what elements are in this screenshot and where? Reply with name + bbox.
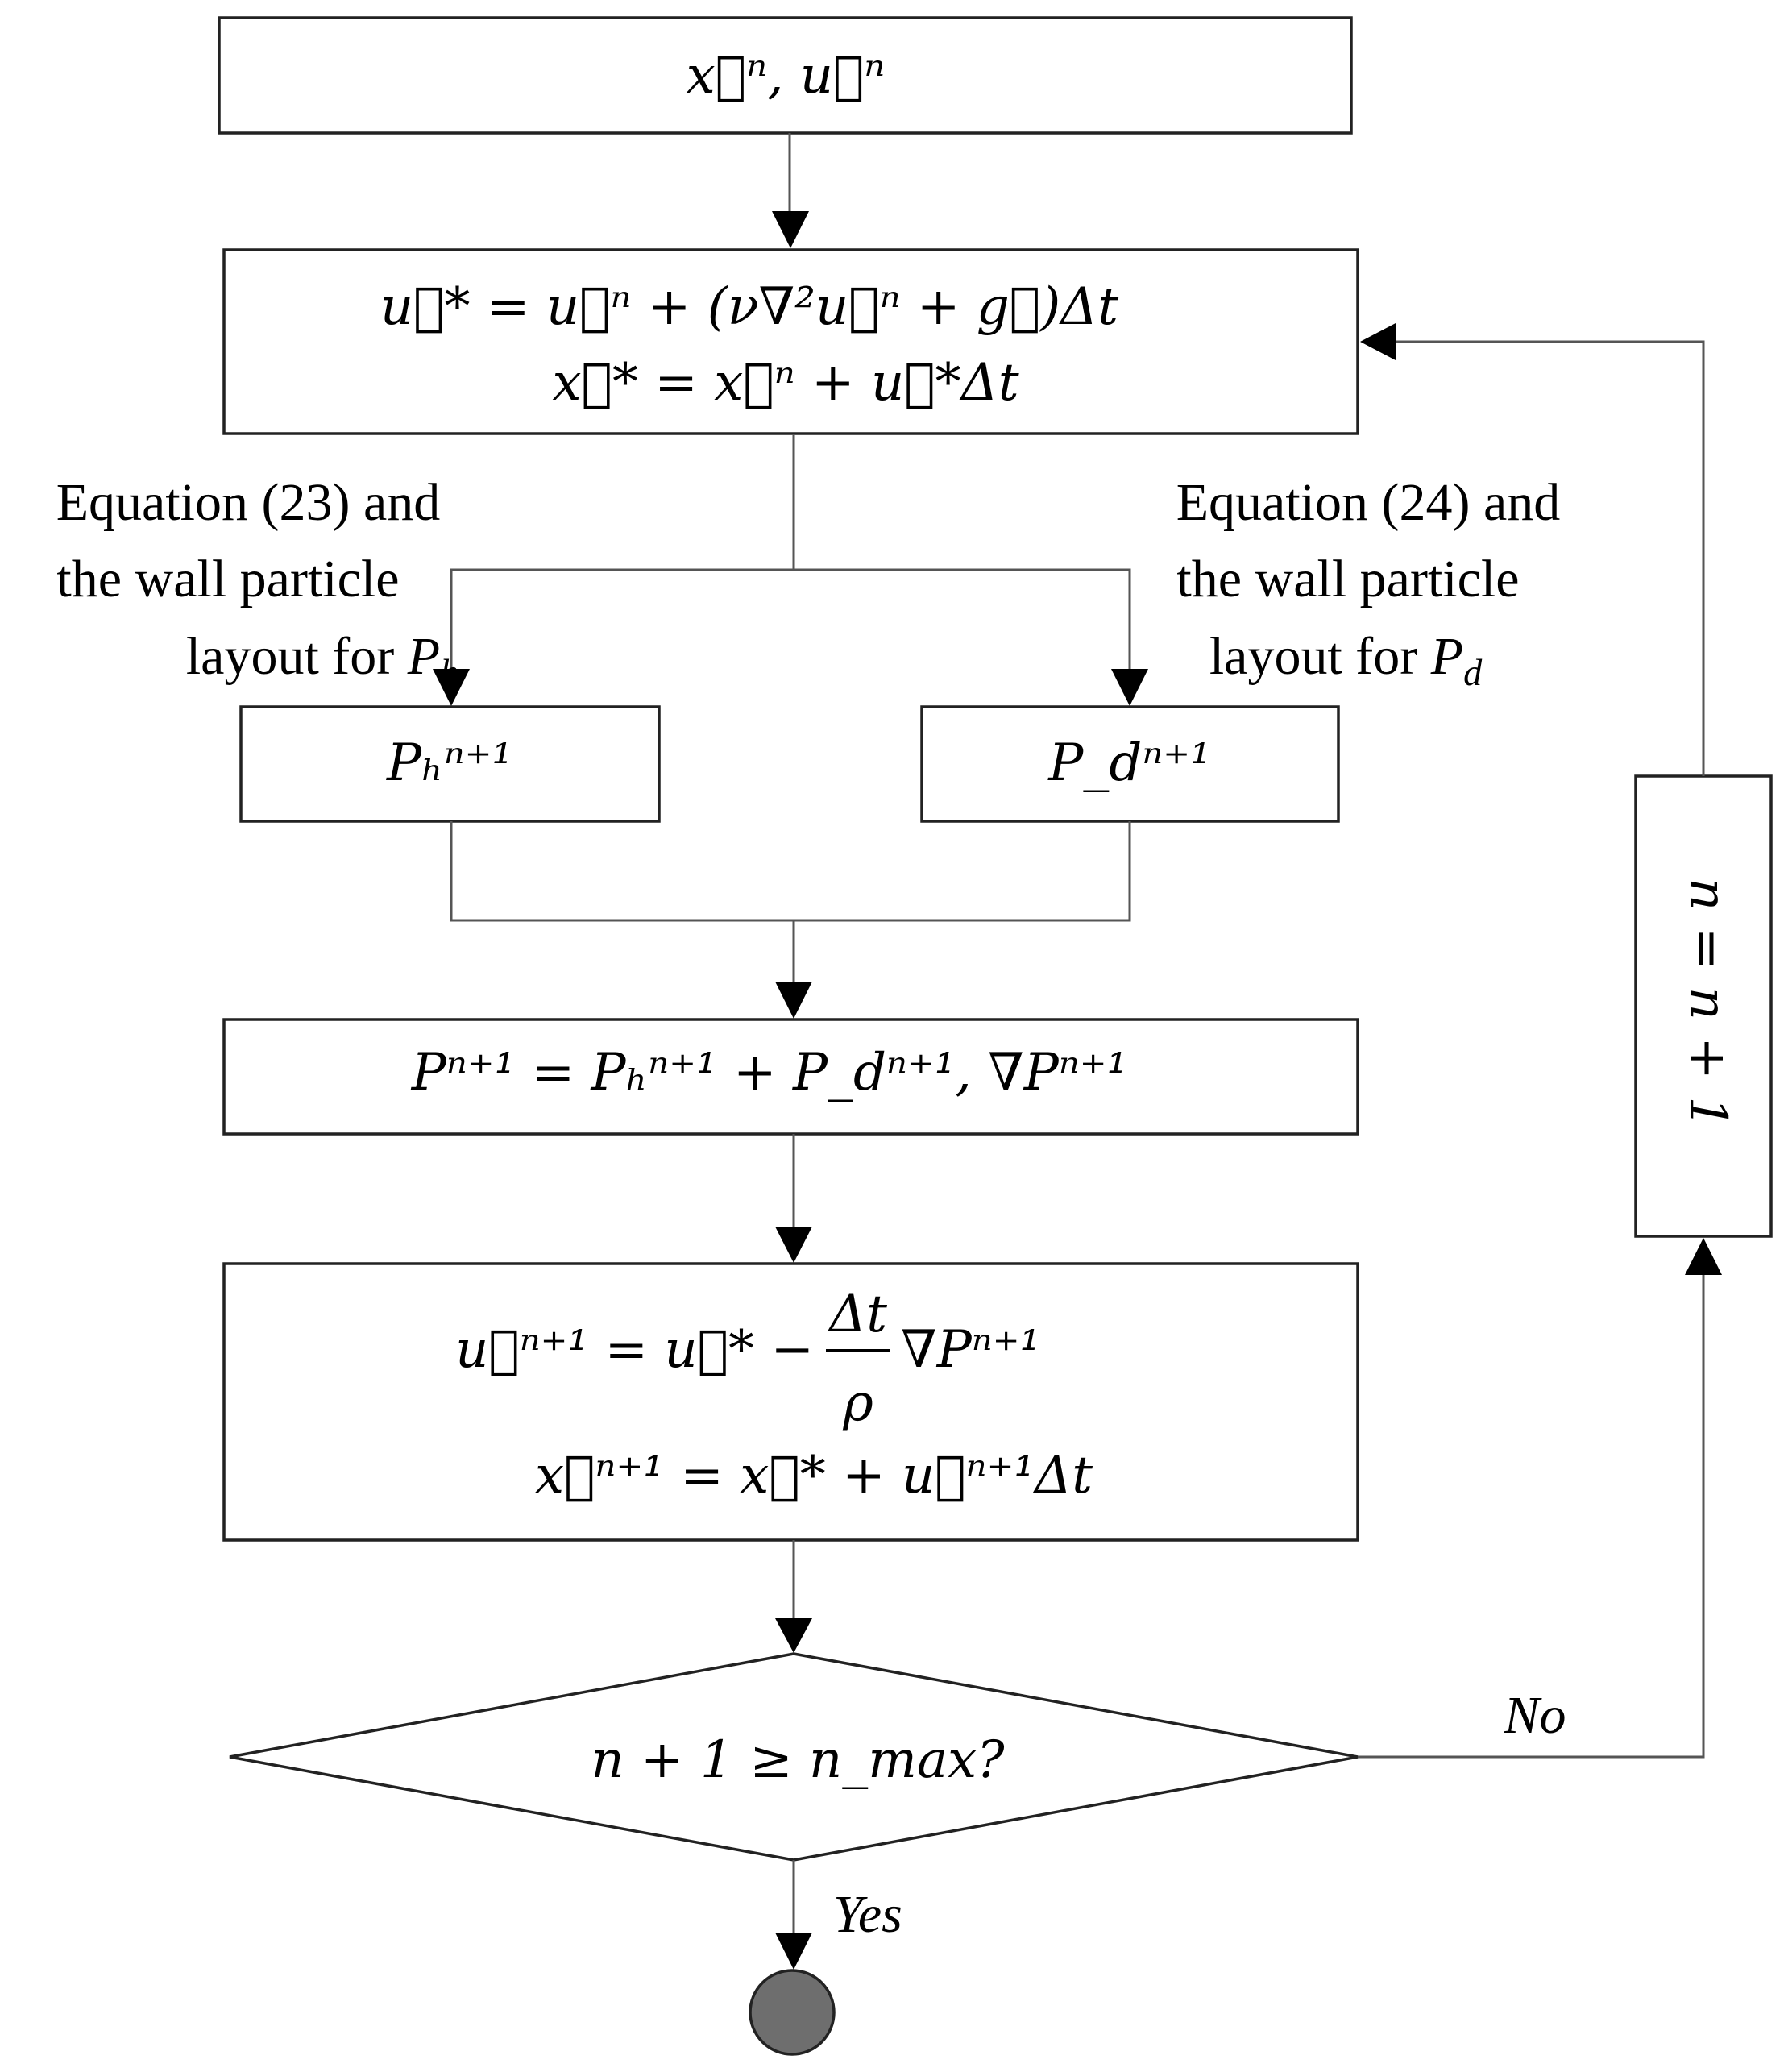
correct-u-numerator: Δt — [827, 1285, 887, 1344]
correct-box — [222, 1262, 1359, 1542]
arrowhead-decision — [775, 1618, 812, 1653]
pressure-box — [222, 1018, 1359, 1136]
predict-x-equation: x⃗* = x⃗ⁿ + u⃗*Δt — [552, 353, 1018, 413]
left-label-sub: h — [440, 652, 458, 693]
yes-label: Yes — [833, 1885, 902, 1944]
left-label-line3: layout for Ph — [186, 627, 458, 693]
predict-u-equation: u⃗* = u⃗ⁿ + (ν∇²u⃗ⁿ + g⃗)Δt — [380, 277, 1118, 337]
left-label-var: P — [407, 627, 440, 686]
increment-text: n = n + 1 — [1678, 878, 1737, 1129]
correct-x-equation: x⃗ⁿ⁺¹ = x⃗* + u⃗ⁿ⁺¹Δt — [535, 1446, 1093, 1505]
pressure-equation: Pⁿ⁺¹ = Pₕⁿ⁺¹ + P_dⁿ⁺¹, ∇Pⁿ⁺¹ — [411, 1043, 1127, 1102]
correct-u-denominator: ρ — [842, 1373, 873, 1433]
connector-ph-merge — [450, 821, 794, 922]
no-label: No — [1503, 1686, 1566, 1745]
ph-box — [239, 705, 661, 823]
right-label-var: P — [1430, 627, 1463, 686]
arrowhead-pd — [1111, 669, 1148, 706]
connector-pd-merge — [794, 821, 1131, 922]
connector-increment-predict — [1396, 340, 1705, 776]
arrowhead-predict — [772, 211, 809, 248]
arrowhead-correct — [775, 1227, 812, 1263]
right-label-line2: the wall particle — [1176, 550, 1519, 608]
right-label-sub: d — [1463, 652, 1483, 693]
pd-box — [920, 705, 1340, 823]
arrowhead-loop-back — [1360, 323, 1396, 360]
init-box — [218, 16, 1353, 135]
predict-box — [222, 248, 1359, 435]
correct-u-rhs: ∇Pⁿ⁺¹ — [901, 1320, 1040, 1380]
right-label-text: layout for — [1209, 627, 1431, 686]
init-text: x⃗ⁿ, u⃗ⁿ — [687, 46, 886, 106]
connector-no-loop — [1358, 1275, 1705, 1759]
connector-split-pd — [794, 568, 1131, 669]
left-label-line2: the wall particle — [56, 550, 399, 608]
right-label-line1: Equation (24) and — [1176, 473, 1561, 532]
arrowhead-increment — [1685, 1238, 1722, 1275]
correct-u-lhs: u⃗ⁿ⁺¹ = u⃗* − — [455, 1320, 814, 1380]
pd-text: P_dⁿ⁺¹ — [1047, 733, 1210, 793]
left-label-text: layout for — [186, 627, 408, 686]
connector-split-ph — [450, 568, 794, 669]
arrowhead-pressure — [775, 982, 812, 1019]
right-label-line3: layout for Pd — [1209, 627, 1483, 693]
ph-text: Pₕⁿ⁺¹ — [386, 733, 512, 793]
arrowhead-end — [775, 1933, 812, 1970]
arrowhead-ph — [433, 669, 470, 706]
left-label-line1: Equation (23) and — [56, 473, 441, 532]
end-terminal — [749, 1969, 836, 2056]
increment-box — [1634, 774, 1773, 1238]
decision-text: n + 1 ≥ n_max? — [591, 1730, 1005, 1790]
